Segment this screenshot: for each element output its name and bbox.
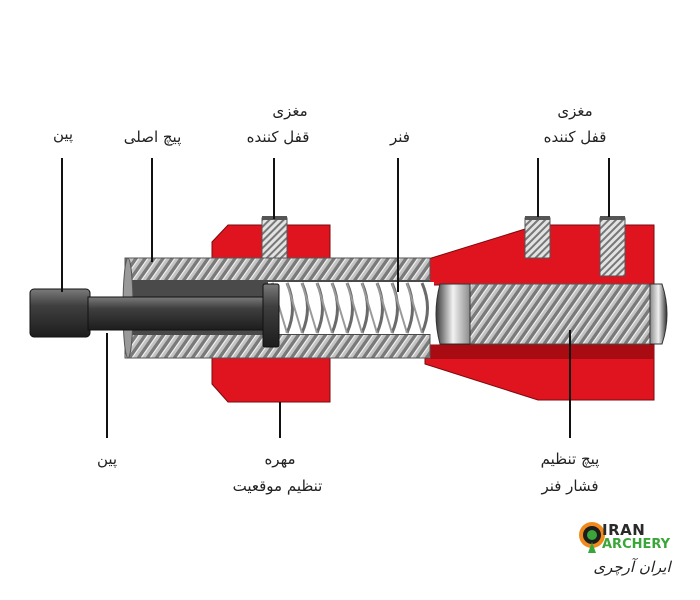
lock-nut-right-1 bbox=[524, 216, 551, 259]
iran-archery-logo: IRAN ARCHERY ایران آرچری bbox=[574, 518, 684, 590]
label-spring: فنر bbox=[390, 128, 410, 146]
lock-nut-left bbox=[261, 216, 288, 259]
pin bbox=[29, 283, 280, 348]
leader-lines bbox=[61, 158, 610, 438]
label-nut-line2: تنظیم موقعیت bbox=[232, 477, 323, 495]
label-pin-bottom: پین bbox=[96, 450, 118, 468]
label-pin-top: پین bbox=[52, 125, 74, 143]
logo-text-bottom: ARCHERY bbox=[602, 537, 671, 552]
logo-text-top: IRAN bbox=[602, 521, 646, 539]
plunger-body bbox=[424, 224, 655, 401]
label-adjust-screw-line2: فشار فنر bbox=[541, 477, 599, 495]
target-icon bbox=[579, 522, 605, 553]
spring-tension-screw bbox=[435, 283, 668, 345]
logo-text-fa: ایران آرچری bbox=[593, 558, 671, 576]
label-main-screw: پیچ اصلی bbox=[123, 128, 182, 146]
label-lock-nut-right-line1: مغزی bbox=[557, 102, 593, 120]
lock-nut-right-2 bbox=[599, 216, 626, 277]
label-adjust-screw-line1: پیچ تنظیم bbox=[540, 450, 600, 468]
label-lock-nut-right-line2: قفل کننده bbox=[543, 128, 607, 146]
label-lock-nut-left-line1: مغزی bbox=[272, 102, 308, 120]
spring-chamber bbox=[268, 282, 434, 334]
label-lock-nut-left-line2: قفل کننده bbox=[246, 128, 310, 146]
label-nut-line1: مهره bbox=[264, 450, 296, 468]
